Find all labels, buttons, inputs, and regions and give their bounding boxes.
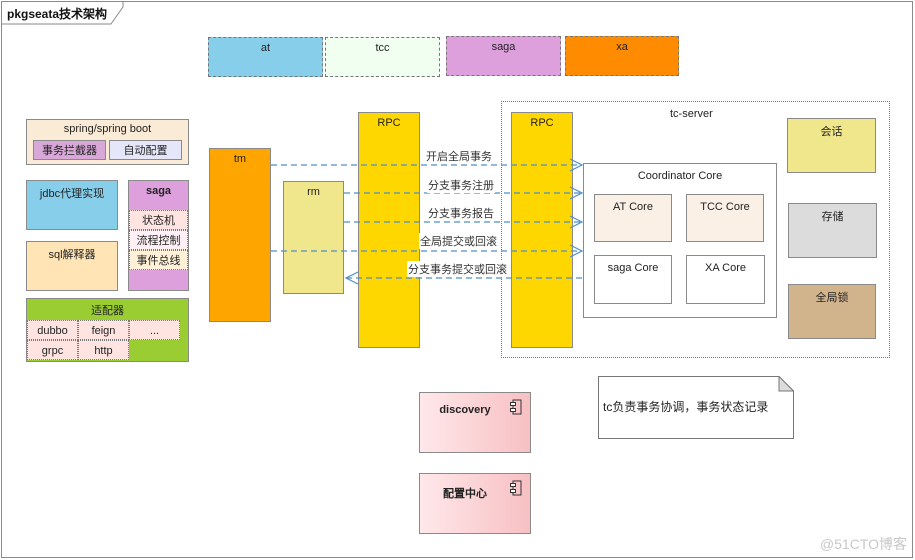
msg-global-commit-rollback: 全局提交或回滚 — [419, 233, 498, 249]
sql-label: sql解释器 — [48, 249, 96, 261]
flow-control[interactable]: 流程控制 — [129, 230, 188, 250]
note-shape — [598, 376, 794, 439]
saga-box[interactable]: saga 状态机 流程控制 事件总线 — [128, 180, 189, 291]
adapter-box[interactable]: 适配器 dubbo feign ... grpc http — [26, 298, 189, 362]
saga-title: saga — [145, 185, 172, 197]
state-machine[interactable]: 状态机 — [129, 210, 188, 230]
rpc-server-label: RPC — [530, 117, 554, 129]
tm-box[interactable]: tm — [209, 148, 271, 322]
config-center-label: 配置中心 — [443, 488, 487, 500]
global-lock-box[interactable]: 全局锁 — [788, 284, 876, 339]
xa-core[interactable]: XA Core — [686, 255, 765, 304]
tc-server-title: tc-server — [670, 108, 713, 120]
coordinator-title: Coordinator Core — [637, 170, 723, 182]
mode-saga[interactable]: saga — [446, 36, 561, 76]
mode-at[interactable]: at — [208, 37, 323, 77]
msg-branch-commit-rollback: 分支事务提交或回滚 — [407, 261, 508, 277]
auto-config[interactable]: 自动配置 — [109, 140, 182, 160]
tx-interceptor[interactable]: 事务拦截器 — [33, 140, 106, 160]
msg-branch-report: 分支事务报告 — [427, 205, 495, 221]
mode-label: tcc — [375, 42, 390, 54]
session-box[interactable]: 会话 — [787, 118, 876, 173]
mode-label: at — [260, 42, 271, 54]
adapter-feign[interactable]: feign — [78, 320, 129, 340]
at-core[interactable]: AT Core — [594, 194, 672, 242]
spring-box[interactable]: spring/spring boot 事务拦截器 自动配置 — [26, 119, 189, 165]
jdbc-label: jdbc代理实现 — [39, 188, 105, 200]
msg-begin-global: 开启全局事务 — [425, 148, 493, 164]
global-lock-label: 全局锁 — [815, 291, 849, 304]
msg-branch-register: 分支事务注册 — [427, 177, 495, 193]
tc-server-container[interactable]: tc-server — [501, 101, 890, 358]
mode-tcc[interactable]: tcc — [325, 37, 440, 77]
adapter-grpc[interactable]: grpc — [27, 340, 78, 360]
discovery-component[interactable]: discovery — [419, 392, 531, 453]
saga-core[interactable]: saga Core — [594, 255, 672, 304]
adapter-http[interactable]: http — [78, 340, 129, 360]
package-title: pkgseata技术架构 — [7, 7, 108, 21]
note[interactable]: tc负责事务协调，事务状态记录 — [598, 376, 794, 439]
session-label: 会话 — [820, 125, 843, 138]
rpc-server-box[interactable]: RPC — [511, 112, 573, 348]
note-text: tc负责事务协调，事务状态记录 — [603, 400, 769, 414]
tm-label: tm — [233, 153, 247, 165]
config-center-component[interactable]: 配置中心 — [419, 473, 531, 534]
rm-box[interactable]: rm — [283, 181, 344, 294]
rm-label: rm — [307, 186, 320, 198]
watermark: @51CTO博客 — [819, 536, 907, 552]
mode-label: xa — [616, 41, 628, 53]
component-icon — [510, 480, 522, 496]
mode-label: saga — [491, 41, 516, 53]
storage-label: 存储 — [821, 210, 844, 223]
coordinator-core-box[interactable]: Coordinator Core AT Core TCC Core saga C… — [583, 163, 777, 318]
mode-xa[interactable]: xa — [565, 36, 679, 76]
package-tab-shape — [1, 1, 124, 25]
event-bus[interactable]: 事件总线 — [129, 250, 188, 270]
adapter-dubbo[interactable]: dubbo — [27, 320, 78, 340]
component-icon — [510, 399, 522, 415]
tcc-core[interactable]: TCC Core — [686, 194, 764, 242]
jdbc-proxy-box[interactable]: jdbc代理实现 — [26, 180, 118, 230]
discovery-label: discovery — [439, 404, 491, 416]
rpc-client-label: RPC — [377, 117, 401, 129]
sql-parser-box[interactable]: sql解释器 — [26, 241, 118, 291]
adapter-title: 适配器 — [91, 304, 124, 317]
spring-title: spring/spring boot — [63, 123, 152, 135]
adapter-more[interactable]: ... — [129, 320, 180, 340]
storage-box[interactable]: 存储 — [788, 203, 877, 258]
rpc-client-box[interactable]: RPC — [358, 112, 420, 348]
